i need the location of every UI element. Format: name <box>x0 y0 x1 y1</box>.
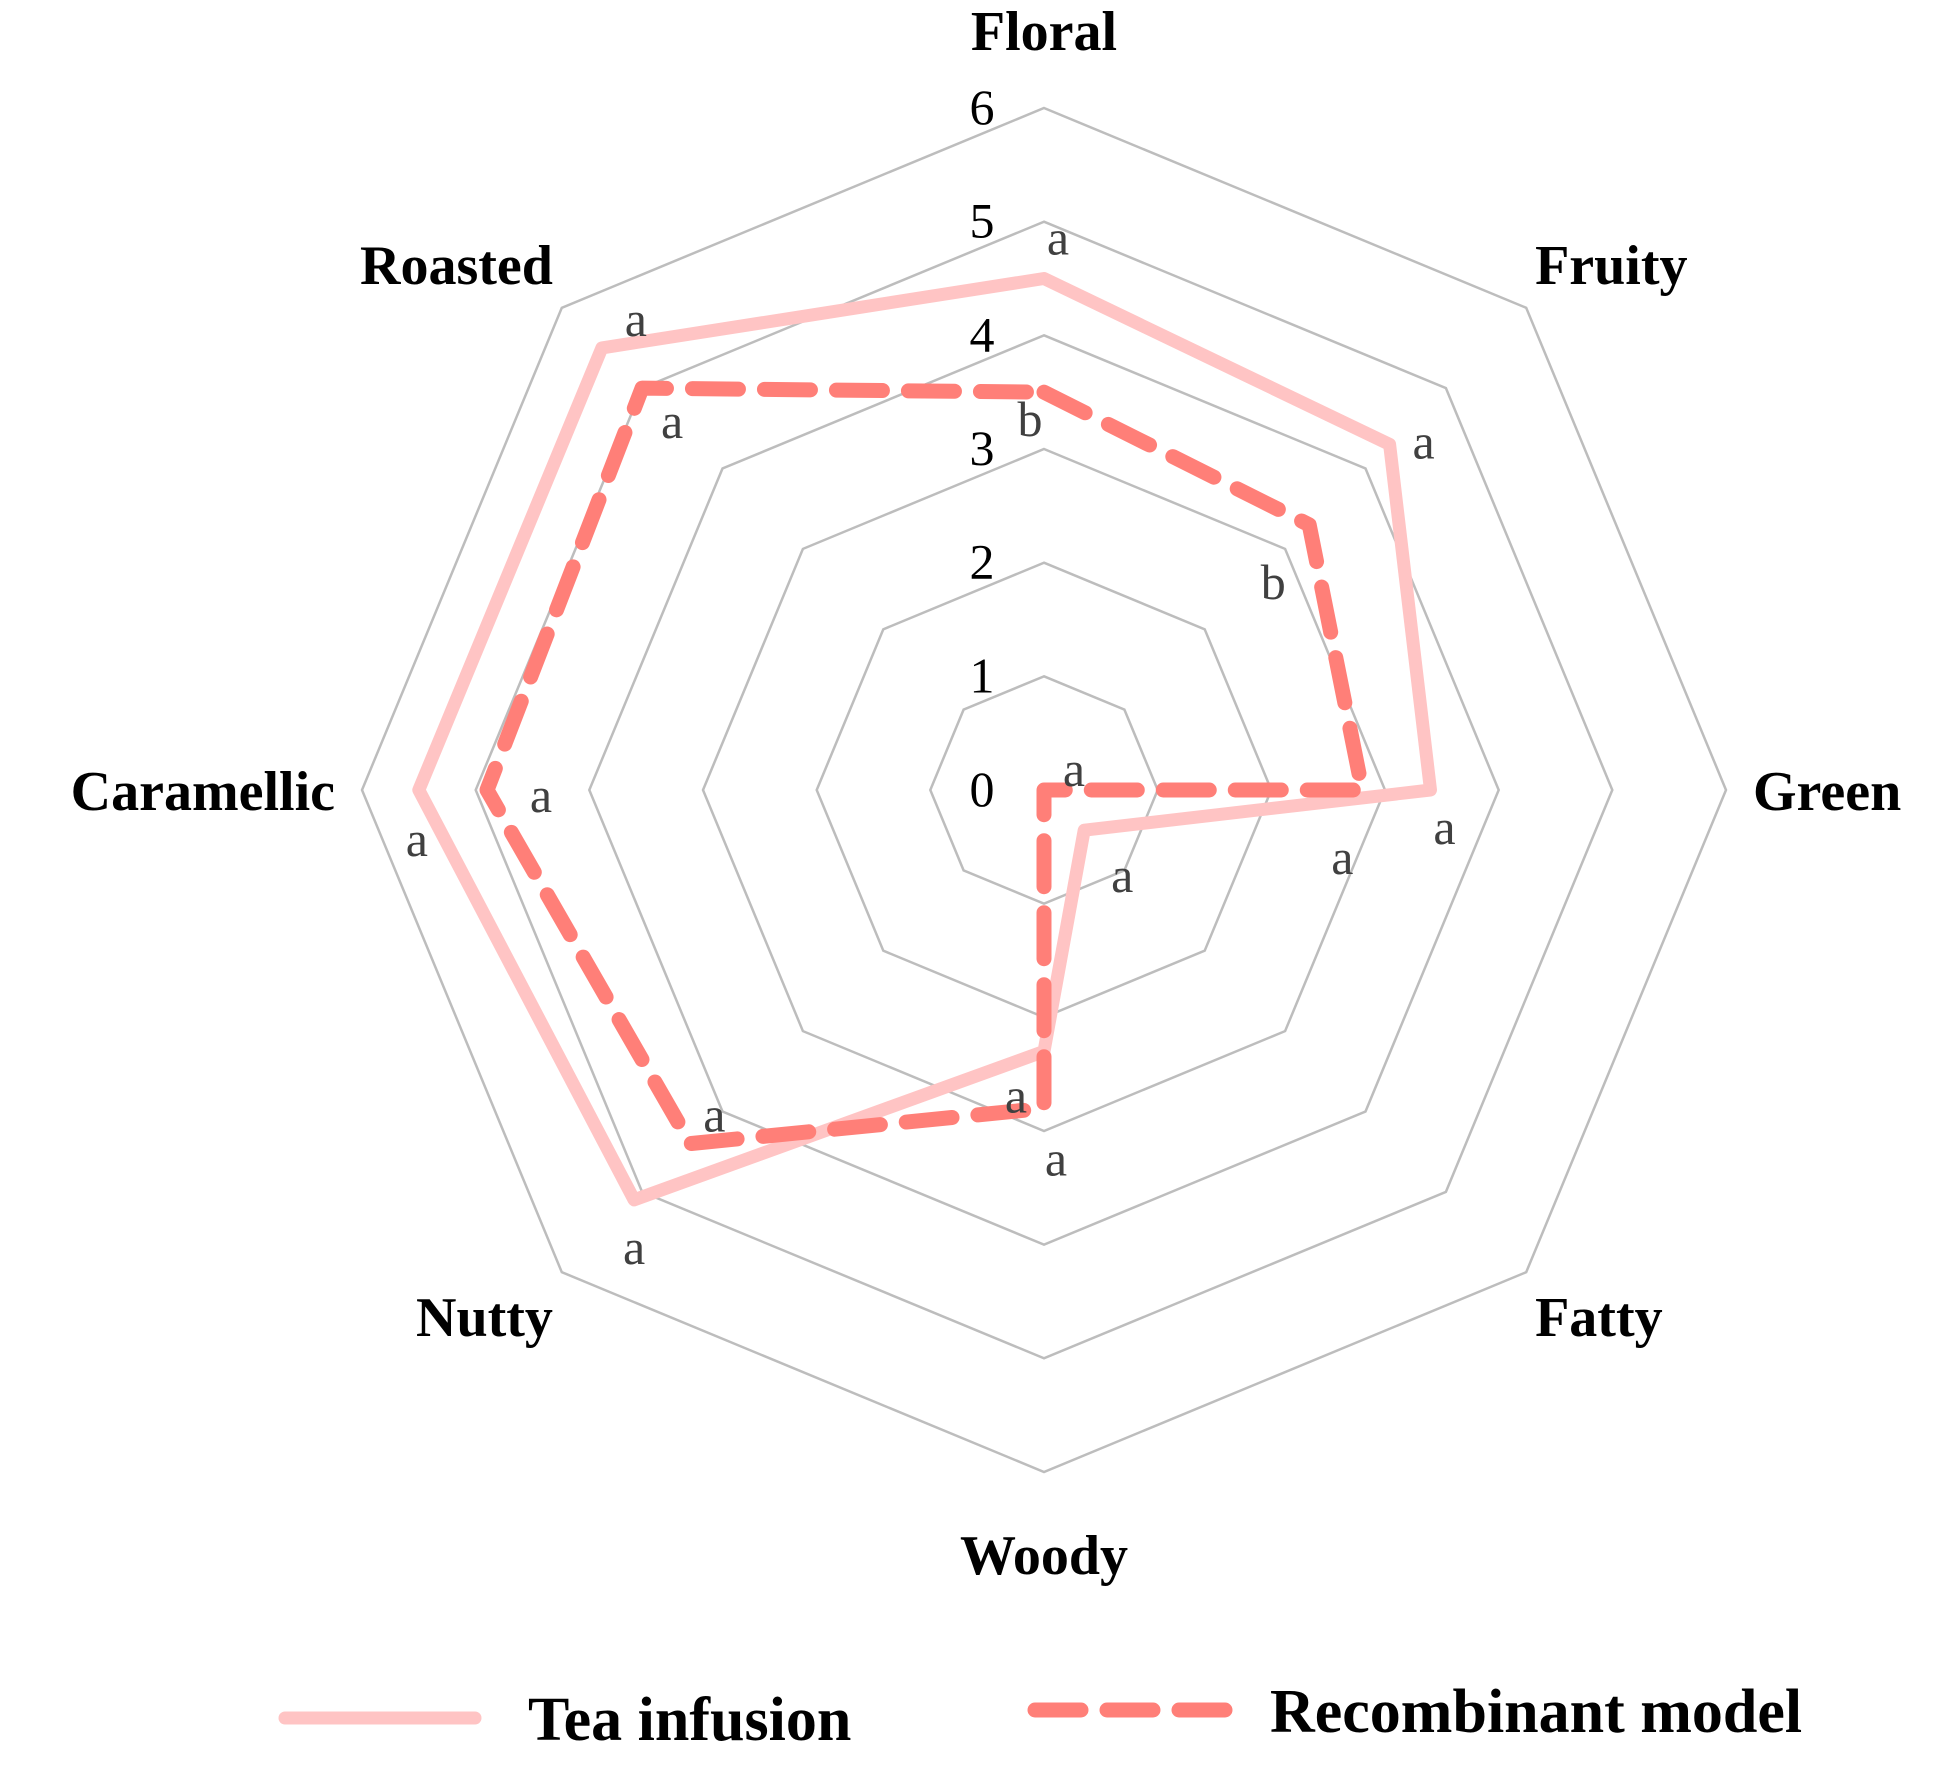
legend: Tea infusion Recombinant model <box>278 1678 1802 1754</box>
grid-ring-1 <box>928 674 1160 906</box>
sig-label-roasted-recombinant-model: a <box>661 393 683 449</box>
grid-ring-6 <box>360 106 1728 1474</box>
sig-label-fatty-recombinant-model: a <box>1063 741 1085 797</box>
tick-label-1: 1 <box>970 647 995 703</box>
sig-label-fruity-recombinant-model: b <box>1261 554 1286 610</box>
tick-label-2: 2 <box>970 534 995 590</box>
sig-label-green-recombinant-model: a <box>1331 829 1353 885</box>
sig-label-floral-recombinant-model: b <box>1018 391 1043 447</box>
axis-label-fruity: Fruity <box>1535 235 1687 297</box>
sig-label-caramellic-tea-infusion: a <box>406 811 428 867</box>
legend-label-tea-infusion: Tea infusion <box>528 1686 851 1754</box>
tick-label-4: 4 <box>970 306 995 362</box>
axis-label-floral: Floral <box>971 1 1117 63</box>
series-recombinant-model <box>479 380 1370 1152</box>
tick-label-5: 5 <box>970 193 995 249</box>
grid-ring-3 <box>701 447 1387 1133</box>
series-tea-infusion <box>412 272 1437 1207</box>
sig-label-green-tea-infusion: a <box>1433 799 1455 855</box>
axis-label-fatty: Fatty <box>1535 1287 1663 1349</box>
tick-label-6: 6 <box>970 79 995 135</box>
sig-label-fatty-tea-infusion: a <box>1111 847 1133 903</box>
sig-label-nutty-recombinant-model: a <box>703 1087 725 1143</box>
axis-label-caramellic: Caramellic <box>71 761 335 823</box>
sig-label-woody-tea-infusion: a <box>1045 1130 1067 1186</box>
sig-label-caramellic-recombinant-model: a <box>530 767 552 823</box>
tick-label-0: 0 <box>970 761 995 817</box>
radial-tick-labels: 0 1 2 3 4 5 6 <box>970 79 995 817</box>
radar-series <box>412 272 1437 1207</box>
sig-label-fruity-tea-infusion: a <box>1412 413 1434 469</box>
sig-label-floral-tea-infusion: a <box>1047 210 1069 266</box>
sig-label-roasted-tea-infusion: a <box>625 291 647 347</box>
sig-label-nutty-tea-infusion: a <box>623 1219 645 1275</box>
axis-label-roasted: Roasted <box>360 235 553 297</box>
legend-label-recombinant-model: Recombinant model <box>1270 1678 1802 1746</box>
axis-label-green: Green <box>1753 761 1901 823</box>
axis-label-nutty: Nutty <box>416 1287 553 1349</box>
sig-label-woody-recombinant-model: a <box>1005 1067 1027 1123</box>
tick-label-3: 3 <box>970 420 995 476</box>
axis-label-woody: Woody <box>960 1525 1128 1587</box>
